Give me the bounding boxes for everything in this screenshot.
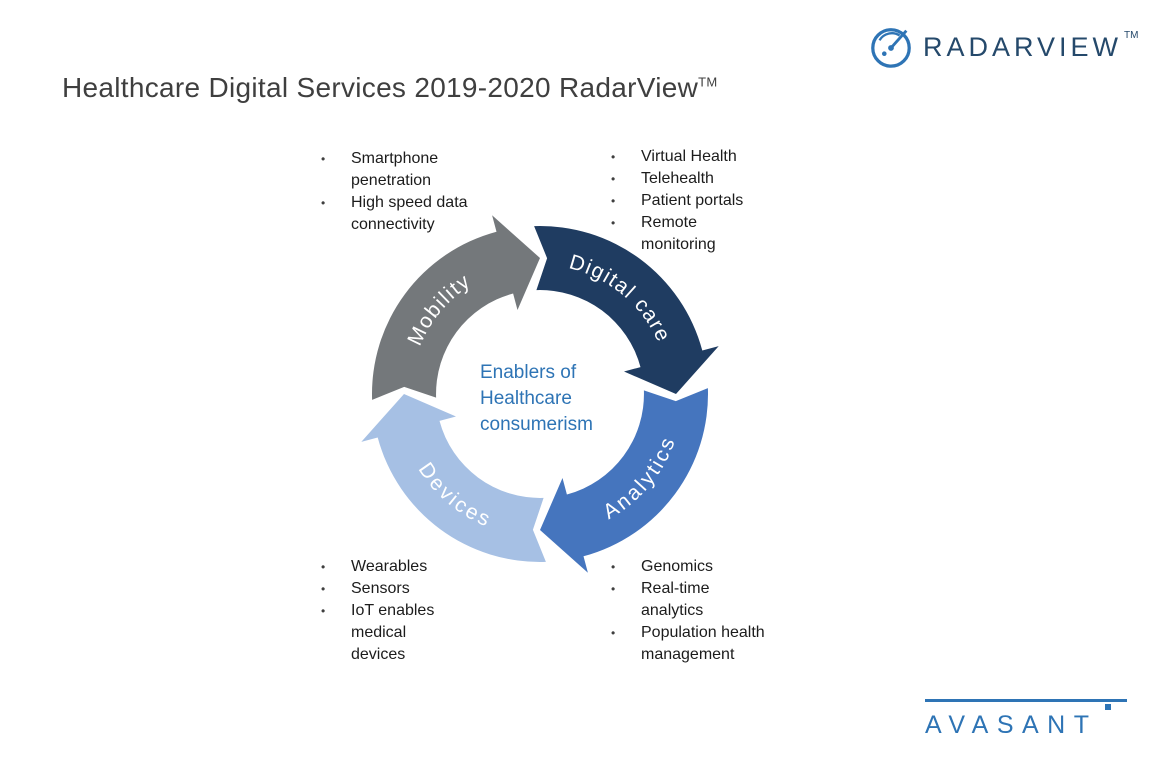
bullet-item: • Real-time analytics [608,578,766,622]
bullet-text: High speed data connectivity [351,194,468,233]
bullet-item: • Telehealth [608,168,768,190]
bullet-dot-icon: • [321,604,326,618]
page-title-text: Healthcare Digital Services 2019-2020 Ra… [62,72,699,103]
bullet-item: • Population health management [608,622,766,666]
bullet-text: Virtual Health [641,148,737,165]
bullet-text: Wearables [351,558,428,575]
bullet-text: IoT enables medical devices [351,602,435,663]
bullet-dot-icon: • [611,172,616,186]
center-label-line: consumerism [480,414,593,435]
bullet-item: • Sensors [318,578,448,600]
avasant-logo-dot [1105,704,1111,710]
bullet-item: • Wearables [318,556,448,578]
bullet-dot-icon: • [611,560,616,574]
segment-mobility [371,215,540,400]
segment-digital-care [534,225,719,394]
bullet-text: Real-time analytics [641,580,710,619]
bullet-dot-icon: • [611,216,616,230]
bullet-text: Patient portals [641,192,744,209]
segment-analytics [540,388,709,573]
bullet-text: Remote monitoring [641,214,716,253]
bullet-group-mobility: • Smartphone penetration • High speed data … [318,148,502,236]
radarview-logo-tm: TM [1124,29,1139,41]
bullet-group-devices: • Wearables • Sensors • IoT enables medical d… [318,556,448,666]
bullet-text: Telehealth [641,170,714,187]
bullet-dot-icon: • [321,152,326,166]
avasant-logo-text: AVASANT [925,710,1098,739]
radarview-logo-text: RADARVIEW [923,31,1123,62]
bullet-dot-icon: • [611,194,616,208]
center-label-line: Enablers of [480,362,577,383]
avasant-logo-line [925,699,1127,710]
bullet-text: Smartphone penetration [351,150,439,189]
bullet-dot-icon: • [611,626,616,640]
segment-devices [361,394,546,563]
bullet-dot-icon: • [321,196,326,210]
bullet-item: • IoT enables medical devices [318,600,448,666]
bullet-item: • High speed data connectivity [318,192,502,236]
avasant-logo: AVASANT [925,699,1127,740]
bullet-item: • Genomics [608,556,766,578]
page-title: Healthcare Digital Services 2019-2020 Ra… [62,72,718,104]
bullet-group-digital-care: • Virtual Health • Telehealth • Patient porta… [608,146,768,256]
bullet-group-analytics: • Genomics • Real-time analytics • Population… [608,556,766,666]
radar-icon [871,28,911,68]
bullet-dot-icon: • [321,560,326,574]
bullet-item: • Remote monitoring [608,212,768,256]
bullet-item: • Patient portals [608,190,768,212]
bullet-item: • Virtual Health [608,146,768,168]
bullet-text: Genomics [641,558,714,575]
bullet-text: Sensors [351,580,410,597]
page-title-tm: TM [698,74,718,90]
bullet-dot-icon: • [611,582,616,596]
bullet-dot-icon: • [321,582,326,596]
diagram-center-label: Enablers of Healthcare consumerism [480,360,593,438]
center-label-line: Healthcare [480,388,572,409]
radarview-logo: RADARVIEW TM [868,24,1138,70]
bullet-item: • Smartphone penetration [318,148,502,192]
bullet-dot-icon: • [611,150,616,164]
bullet-text: Population health management [641,624,765,663]
